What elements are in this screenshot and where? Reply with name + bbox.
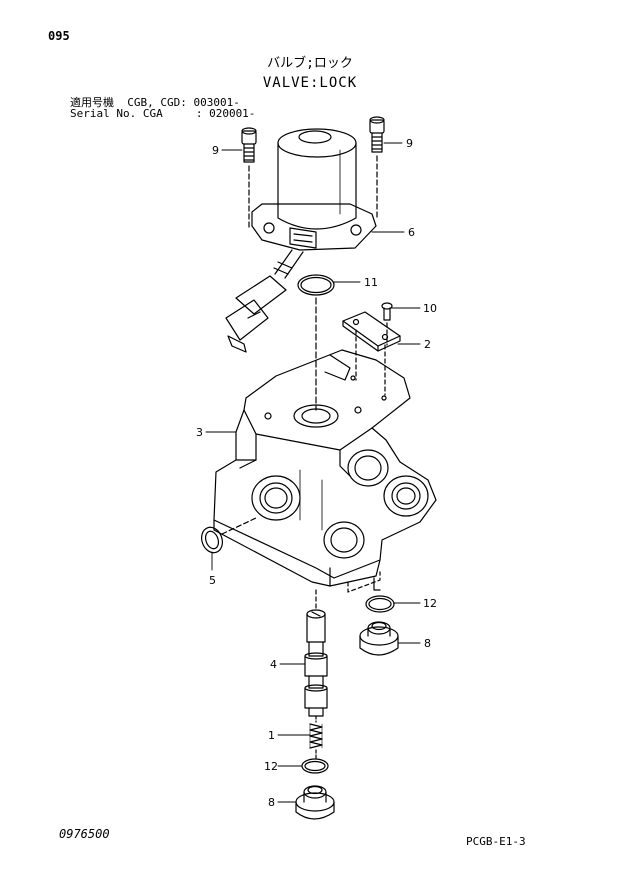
callout-12-upper: 12 [423,597,437,610]
part-1-spring [309,715,323,759]
callout-10: 10 [423,302,437,315]
part-8-plug-lower [295,785,335,820]
page-number: 095 [48,29,70,43]
callout-4: 4 [270,658,277,671]
part-9-bolt-left [241,127,257,229]
part-4-spool [304,589,328,717]
callout-9-right: 9 [406,137,413,150]
callout-8-lower: 8 [268,796,275,809]
part-9-bolt-right [369,116,385,219]
part-12-o-ring-lower [301,758,329,774]
serial-range-line-1: 適用号機 CGB, CGD: 003001- [70,96,240,109]
part-8-plug-upper [359,621,399,656]
part-12-o-ring-upper [365,595,395,613]
callout-12-lower: 12 [264,760,278,773]
callout-9-left: 9 [212,144,219,157]
title-japanese: バルブ;ロック [267,56,353,71]
part-2-plate [342,311,401,396]
part-11-o-ring [297,274,335,411]
part-3-valve-body [213,349,437,593]
callout-8-upper: 8 [424,637,431,650]
callout-5: 5 [209,574,216,587]
leader-lines [205,142,421,803]
callout-6: 6 [408,226,415,239]
callout-1: 1 [268,729,275,742]
document-number: 0976500 [59,827,110,841]
callout-2: 2 [424,338,431,351]
serial-range-line-2: Serial No. CGA : 020001- [70,107,256,120]
part-6-solenoid [225,128,377,353]
sheet-code: PCGB-E1-3 [466,835,526,848]
part-5-seal [201,517,257,554]
callout-3: 3 [196,426,203,439]
callout-11: 11 [364,276,378,289]
title-english: VALVE:LOCK [262,75,358,91]
